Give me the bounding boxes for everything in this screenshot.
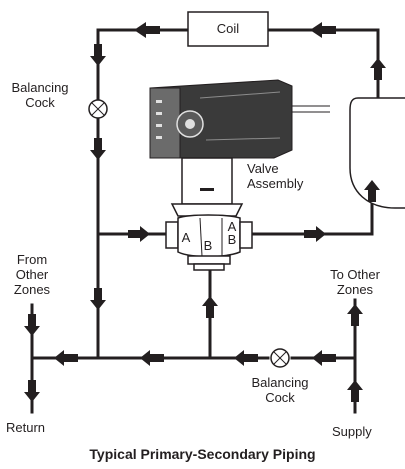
pump-icon <box>349 97 405 209</box>
from-other-zones-label: From Other Zones <box>13 252 51 297</box>
balancing-cock-label-bottom: Balancing Cock <box>251 375 309 405</box>
flow-arrow-icon <box>312 350 336 366</box>
valve-assembly-label: Valve Assembly <box>247 161 304 191</box>
actuator-icon <box>149 79 330 217</box>
flow-arrow-icon <box>347 304 363 326</box>
flow-arrow-icon <box>370 58 386 80</box>
flow-arrow-icon <box>128 226 150 242</box>
flow-arrow-icon <box>310 22 336 38</box>
balancing-cock-valve-icon <box>88 99 108 119</box>
coil-box <box>187 11 269 47</box>
port-a-label: A <box>181 230 191 245</box>
valve-to-pump-pipe <box>250 192 374 236</box>
balancing-cock-valve-icon <box>270 348 290 368</box>
flow-arrow-icon <box>202 296 218 318</box>
return-label: Return <box>6 420 46 435</box>
flow-arrow-icon <box>54 350 78 366</box>
port-b-label: B <box>203 238 213 253</box>
flow-arrow-icon <box>364 180 380 202</box>
flow-arrow-icon <box>347 380 363 402</box>
to-other-zones-label: To Other Zones <box>330 267 380 297</box>
diagram-caption: Typical Primary-Secondary Piping <box>89 446 316 462</box>
flow-arrow-icon <box>134 22 160 38</box>
flow-arrow-icon <box>90 138 106 160</box>
supply-label: Supply <box>332 424 372 439</box>
flow-arrow-icon <box>140 350 164 366</box>
balancing-cock-label-top: Balancing Cock <box>11 80 69 110</box>
flow-arrow-icon <box>90 288 106 310</box>
flow-arrow-icon <box>24 314 40 336</box>
flow-arrow-icon <box>24 380 40 402</box>
flow-arrow-icon <box>90 44 106 66</box>
port-ab-label: A B <box>227 219 237 247</box>
three-way-valve-icon <box>165 214 253 271</box>
flow-arrow-icon <box>304 226 326 242</box>
flow-arrow-icon <box>234 350 258 366</box>
flow-arrows <box>24 22 386 402</box>
coil-supply-pipe <box>266 28 380 112</box>
coil-label: Coil <box>216 21 240 36</box>
